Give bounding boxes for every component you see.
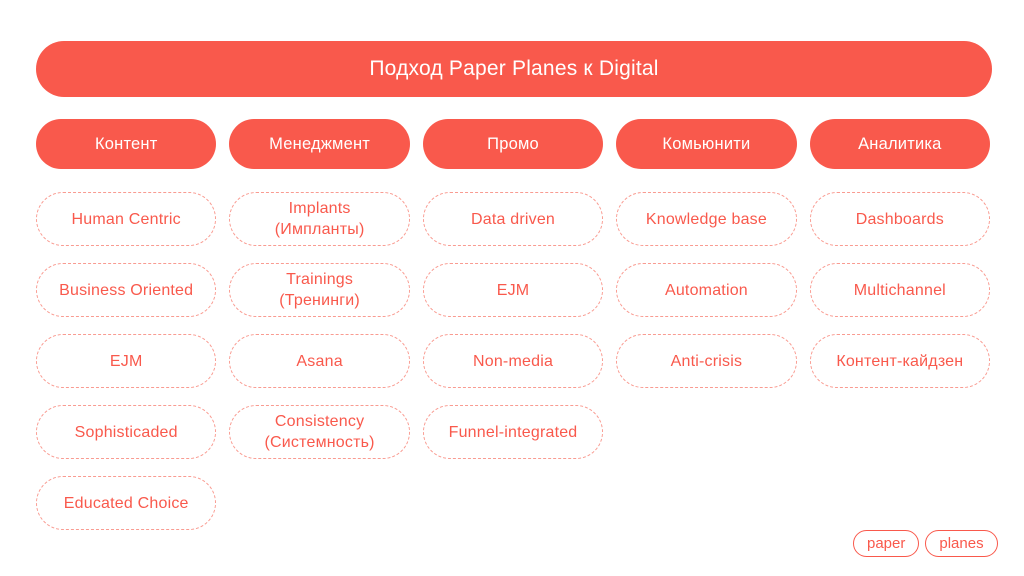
title-banner: Подход Paper Planes к Digital (36, 41, 992, 97)
item-pill: Funnel-integrated (422, 405, 604, 459)
item-pill: Human Centric (36, 192, 217, 246)
column-header-promo: Промо (422, 119, 604, 169)
item-pill: Non-media (422, 334, 604, 388)
item-pill: Implants (Импланты) (229, 192, 410, 246)
column-header-content: Контент (36, 119, 217, 169)
column-header-analytics: Аналитика (809, 119, 991, 169)
item-pill: EJM (422, 263, 604, 317)
item-pill: Dashboards (809, 192, 991, 246)
item-pill: EJM (36, 334, 217, 388)
item-pill: Knowledge base (616, 192, 797, 246)
paper-planes-logo: paper planes (853, 530, 998, 557)
item-pill: Контент-кайдзен (809, 334, 991, 388)
column-header-community: Комьюнити (616, 119, 797, 169)
logo-pill-planes: planes (925, 530, 998, 557)
item-pill: Data driven (422, 192, 604, 246)
item-pill: Asana (229, 334, 410, 388)
item-pill: Anti-crisis (616, 334, 797, 388)
item-pill: Business Oriented (36, 263, 217, 317)
logo-paper-label: paper (867, 534, 906, 552)
item-pill: Sophisticaded (36, 405, 217, 459)
item-pill: Multichannel (809, 263, 991, 317)
page-title: Подход Paper Planes к Digital (369, 57, 659, 80)
item-pill: Educated Choice (36, 476, 217, 530)
item-pill: Trainings (Тренинги) (229, 263, 410, 317)
item-pill: Consistency (Системность) (229, 405, 410, 459)
column-header-management: Менеджмент (229, 119, 410, 169)
logo-pill-paper: paper (853, 530, 920, 557)
item-pill: Automation (616, 263, 797, 317)
logo-planes-label: planes (939, 534, 984, 552)
